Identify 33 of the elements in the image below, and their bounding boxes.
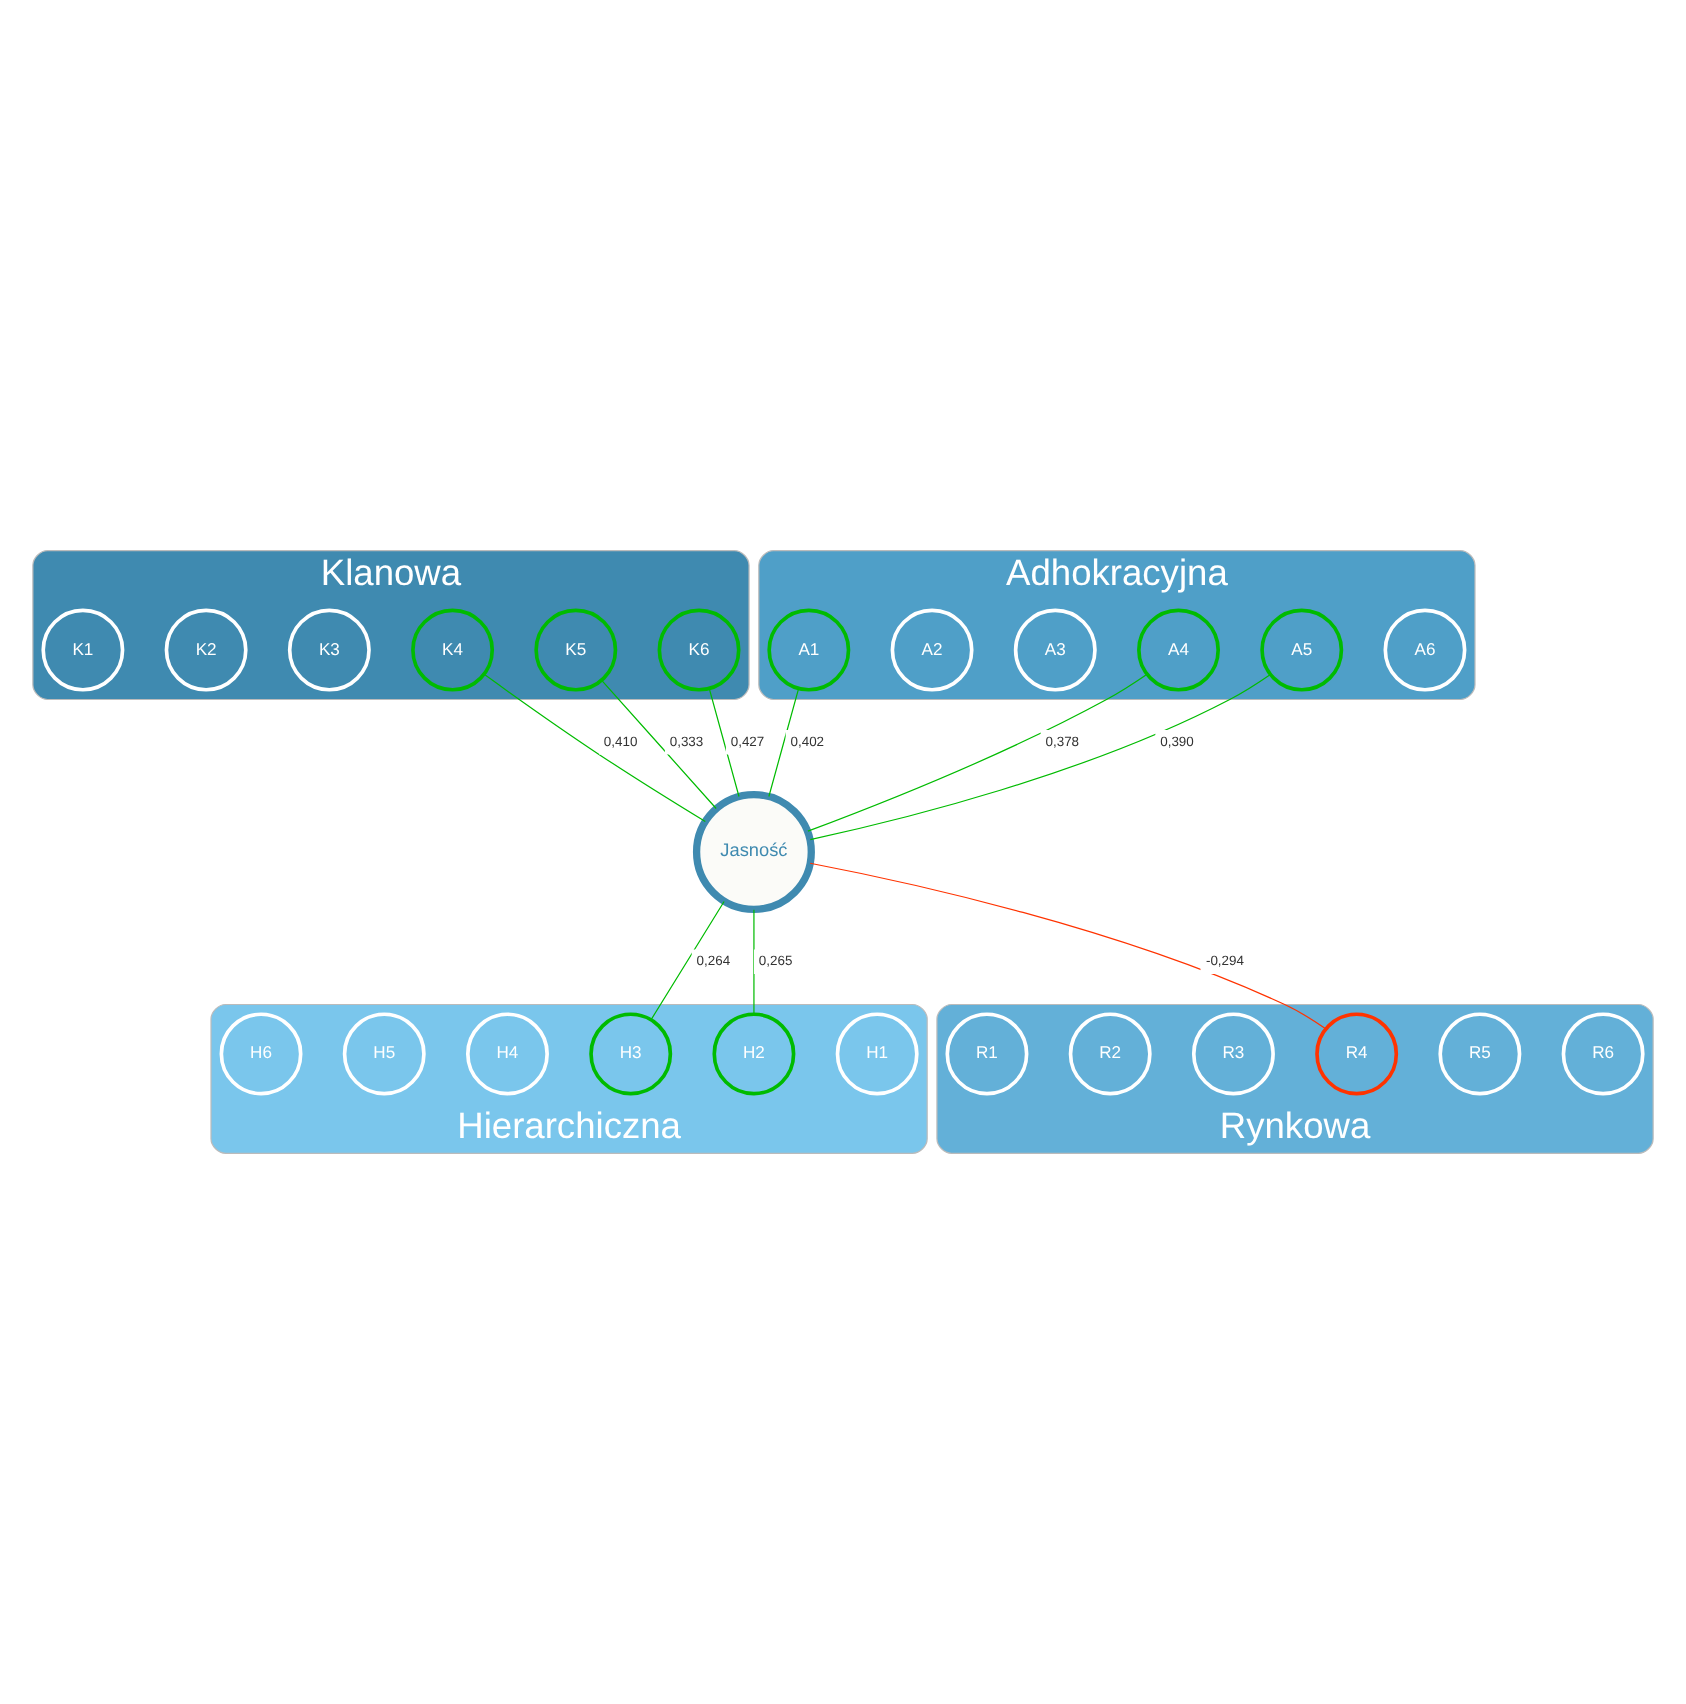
node-circle: A3 — [1013, 608, 1097, 692]
connector — [708, 688, 740, 798]
node-circle: K4 — [411, 608, 495, 692]
node-circle: A5 — [1260, 608, 1344, 692]
node-circle: K5 — [534, 608, 618, 692]
node-circle: H6 — [219, 1012, 303, 1096]
node-circle: R6 — [1561, 1012, 1645, 1096]
node-circle: A6 — [1383, 608, 1467, 692]
node-circle: K3 — [287, 608, 371, 692]
node-circle: R4 — [1315, 1012, 1399, 1096]
node-circle: H1 — [835, 1012, 919, 1096]
node-circle: R1 — [945, 1012, 1029, 1096]
node-circle: K6 — [657, 608, 741, 692]
connector — [809, 673, 1272, 841]
node-circle: R5 — [1438, 1012, 1522, 1096]
node-circle: H5 — [342, 1012, 426, 1096]
node-circle: K2 — [164, 608, 248, 692]
node-circle: A1 — [767, 608, 851, 692]
connector — [768, 688, 800, 798]
connector — [483, 673, 706, 823]
connector — [753, 909, 755, 1015]
node-circle: R2 — [1068, 1012, 1152, 1096]
node-circle: A4 — [1137, 608, 1220, 692]
connector — [650, 900, 725, 1021]
connector — [807, 673, 1148, 832]
node-circle: K1 — [41, 608, 125, 692]
node-circle: Jasność — [692, 791, 815, 913]
node-circle: H2 — [712, 1012, 796, 1096]
node-circle: R3 — [1191, 1012, 1275, 1096]
node-circle: A2 — [890, 608, 974, 692]
connector — [809, 862, 1327, 1030]
node-circle: H3 — [589, 1012, 673, 1096]
node-circle: H4 — [466, 1012, 549, 1096]
